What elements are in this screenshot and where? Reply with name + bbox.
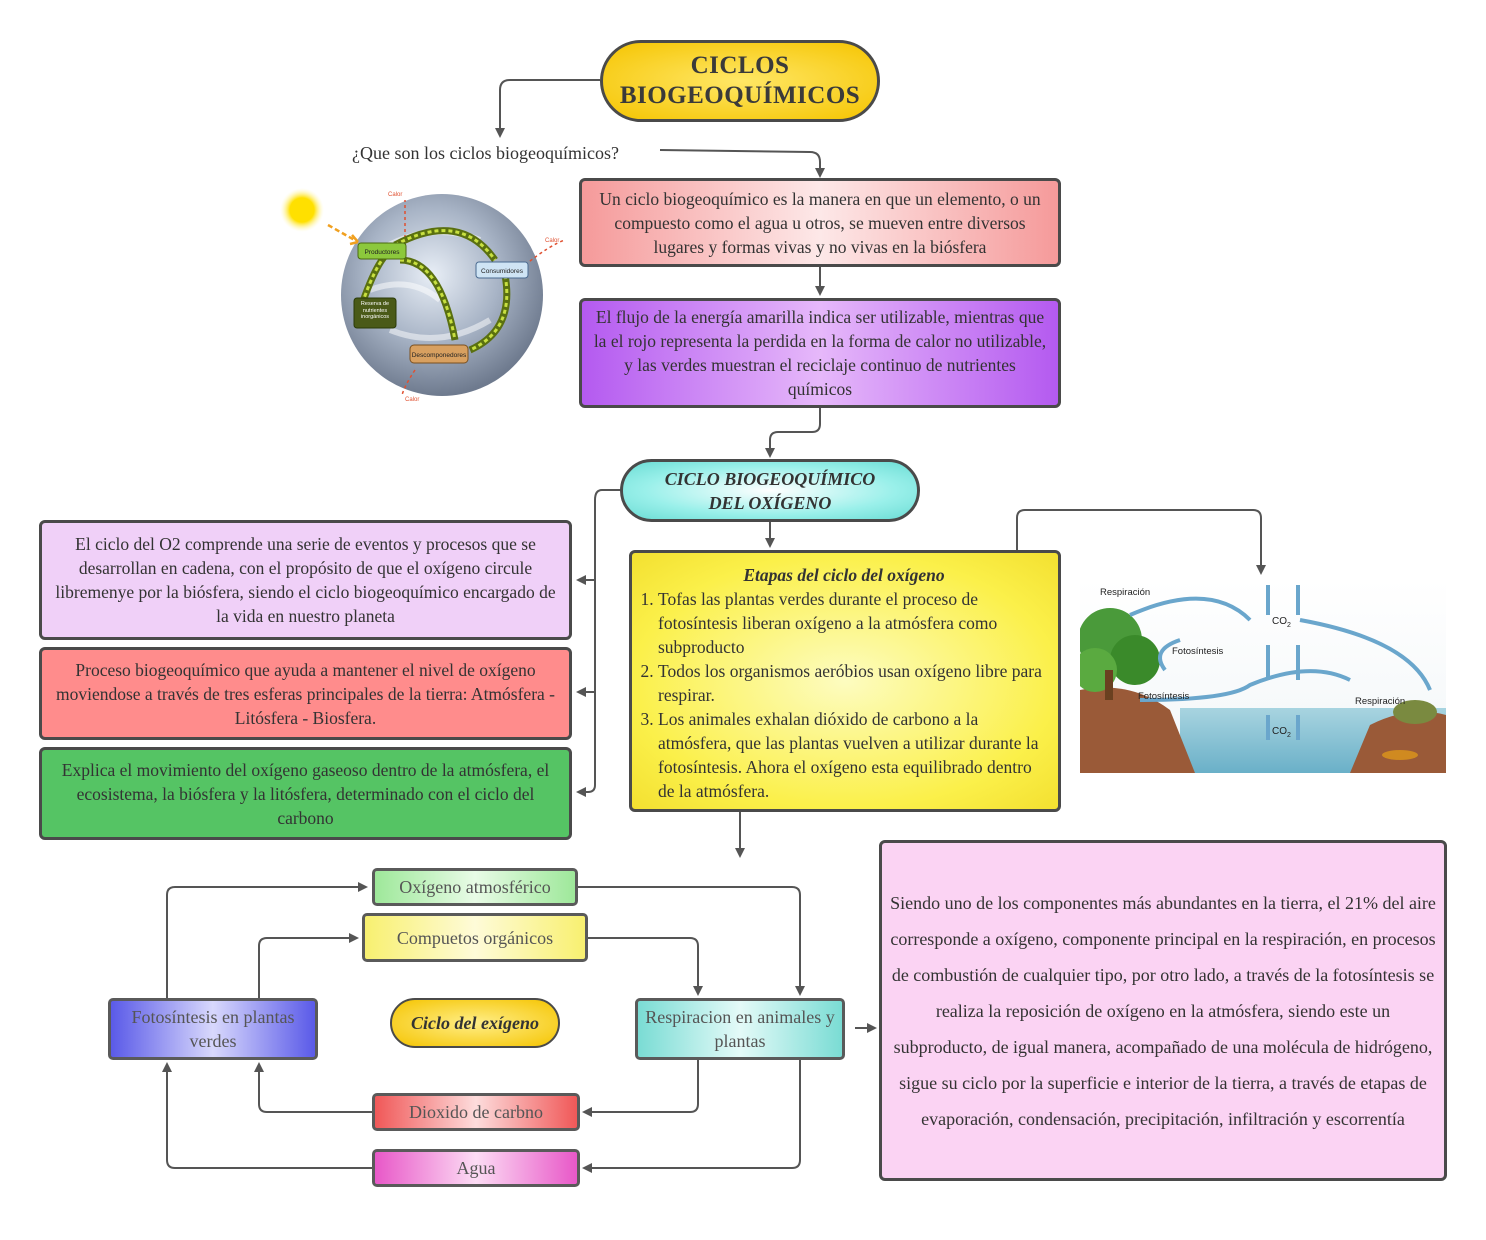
oxygen-movement-box: Explica el movimiento del oxígeno gaseos… (39, 747, 572, 840)
stage-item-1: Tofas las plantas verdes durante el proc… (658, 587, 1050, 659)
main-title-text: CICLOS BIOGEOQUÍMICOS (619, 52, 861, 109)
stage-item-2: Todos los organismos aeróbios usan oxíge… (658, 659, 1050, 707)
oxygen-stages-box: Etapas del ciclo del oxígeno Tofas las p… (629, 550, 1061, 812)
biogeochemical-process-box: Proceso biogeoquímico que ayuda a manten… (39, 647, 572, 740)
atmospheric-oxygen-node: Oxígeno atmosférico (372, 868, 578, 906)
producers-label: Productores (364, 249, 400, 256)
photosynthesis-label-1: Fotosíntesis (1172, 646, 1223, 657)
earth-diagram: Productores Consumidores Descomponedores… (280, 180, 580, 410)
energy-flow-text: El flujo de la energía amarilla indica s… (593, 307, 1047, 399)
organic-compounds-node: Compuetos orgánicos (362, 913, 588, 962)
water-node: Agua (372, 1149, 580, 1187)
oxygen-movement-text: Explica el movimiento del oxígeno gaseos… (61, 759, 550, 828)
oxygen-summary-box: Siendo uno de los componentes más abunda… (879, 840, 1447, 1181)
photosynthesis-label: Fotosíntesis en plantas verdes (131, 1007, 295, 1051)
biogeochemical-process-text: Proceso biogeoquímico que ayuda a manten… (55, 659, 556, 728)
main-title: CICLOS BIOGEOQUÍMICOS (600, 40, 880, 122)
heat-label-right: Calor (545, 238, 559, 244)
carbon-dioxide-node: Dioxido de carbno (372, 1093, 580, 1131)
stages-list: Tofas las plantas verdes durante el proc… (638, 587, 1050, 803)
co2-bottom-label: CO2 (1272, 726, 1291, 739)
atmospheric-oxygen-label: Oxígeno atmosférico (399, 877, 551, 897)
oxygen-summary-text: Siendo uno de los componentes más abunda… (890, 892, 1436, 1129)
respiration-label: Respiracion en animales y plantas (645, 1007, 835, 1051)
respiration-top-label: Respiración (1100, 587, 1150, 598)
photosynthesis-label-2: Fotosíntesis (1138, 691, 1189, 702)
oxygen-cycle-title: CICLO BIOGEOQUÍMICO DEL OXÍGENO (620, 459, 920, 522)
definition-box: Un ciclo biogeoquímico es la manera en q… (579, 178, 1061, 267)
o2-cycle-description-box: El ciclo del O2 comprende una serie de e… (39, 520, 572, 640)
oxygen-cycle-center-label: Ciclo del exígeno (411, 1012, 539, 1033)
o2-cycle-description-text: El ciclo del O2 comprende una serie de e… (55, 534, 556, 626)
sun-icon (280, 188, 324, 232)
oxygen-cycle-title-text: CICLO BIOGEOQUÍMICO DEL OXÍGENO (664, 468, 876, 513)
energy-flow-box: El flujo de la energía amarilla indica s… (579, 298, 1061, 408)
consumers-label: Consumidores (481, 268, 524, 275)
respiration-node: Respiracion en animales y plantas (635, 998, 845, 1060)
organic-compounds-label: Compuetos orgánicos (396, 927, 554, 948)
oxygen-cycle-center: Ciclo del exígeno (390, 998, 560, 1048)
respiration-right-label: Respiración (1355, 696, 1405, 707)
co2-cycle-illustration: Respiración Fotosíntesis Fotosíntesis Re… (1080, 580, 1446, 773)
water-label: Agua (456, 1158, 496, 1178)
stages-title: Etapas del ciclo del oxígeno (743, 565, 945, 585)
decomposers-label: Descomponedores (412, 352, 467, 359)
definition-text: Un ciclo biogeoquímico es la manera en q… (599, 188, 1041, 257)
reserve-label: Reserva de nutrientes inorgánicos (360, 301, 390, 320)
heat-label-top: Calor (388, 192, 402, 198)
carbon-dioxide-label: Dioxido de carbno (409, 1102, 543, 1122)
co2-top-label: CO2 (1272, 616, 1291, 629)
question-label: ¿Que son los ciclos biogeoquímicos? (352, 143, 619, 163)
heat-label-bottom: Calor (405, 397, 419, 403)
photosynthesis-node: Fotosíntesis en plantas verdes (108, 998, 318, 1060)
stage-item-3: Los animales exhalan dióxido de carbono … (658, 707, 1050, 803)
